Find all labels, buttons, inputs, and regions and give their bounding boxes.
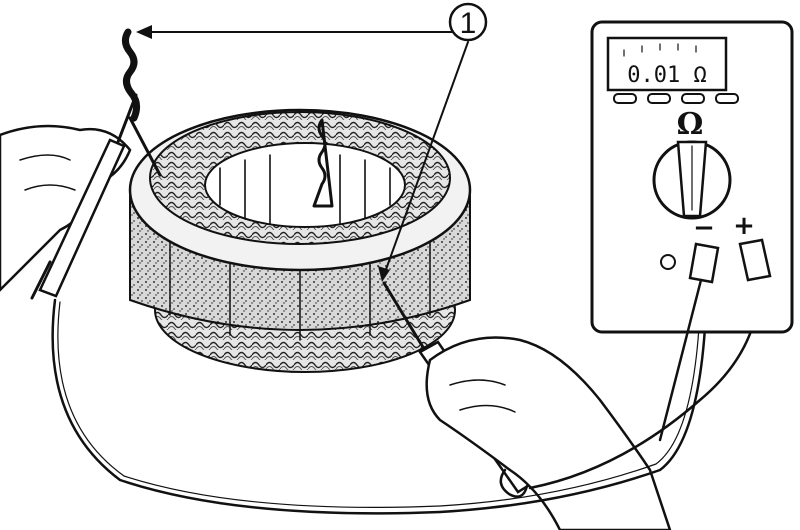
multimeter: 0.01 Ω Ω − + [590, 20, 794, 442]
terminal-plus-label: + [733, 211, 755, 241]
ohm-range-symbol: Ω [677, 107, 704, 142]
function-button-1[interactable] [613, 93, 637, 104]
function-button-4[interactable] [715, 93, 739, 104]
range-selector-dial[interactable] [652, 140, 732, 220]
plus-probe-plug [738, 238, 772, 282]
function-buttons [613, 93, 739, 104]
function-button-3[interactable] [681, 93, 705, 104]
callout-number: 1 [460, 7, 477, 40]
resistance-reading: 0.01 Ω [627, 63, 706, 88]
minus-probe-plug [658, 242, 720, 442]
left-test-probe [30, 93, 138, 300]
function-button-2[interactable] [647, 93, 671, 104]
right-hand [425, 336, 672, 530]
com-jack[interactable] [660, 254, 676, 270]
terminal-minus-label: − [693, 213, 715, 243]
stator [128, 108, 472, 373]
multimeter-display: 0.01 Ω [606, 36, 728, 92]
callout-1: 1 [136, 2, 488, 282]
